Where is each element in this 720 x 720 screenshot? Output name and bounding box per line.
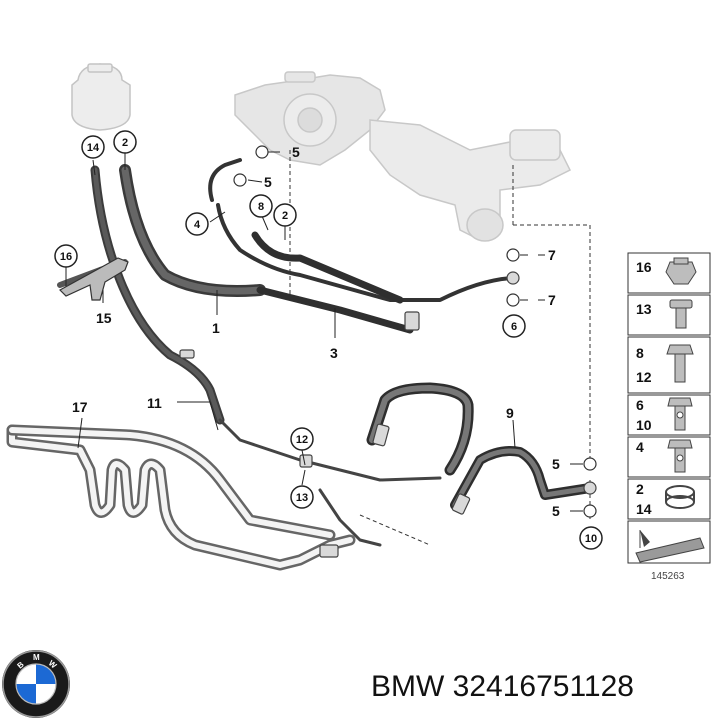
svg-text:8: 8 (636, 345, 644, 361)
callout-9: 9 (506, 405, 514, 421)
reference-number: 145263 (651, 571, 685, 582)
svg-text:12: 12 (636, 369, 652, 385)
banjo-bolt-icon (667, 397, 693, 431)
svg-text:16: 16 (60, 251, 72, 263)
callout-16: 16 (54, 244, 78, 268)
legend-box-13: 13 (627, 294, 711, 336)
callout-11: 11 (147, 395, 162, 411)
svg-text:2: 2 (122, 137, 128, 149)
callout-15: 15 (96, 310, 112, 326)
svg-text:14: 14 (87, 142, 100, 154)
part-number-caption: BMW 32416751128 (371, 670, 634, 703)
svg-text:M: M (33, 653, 40, 662)
callout-12: 12 (290, 427, 314, 451)
svg-text:B: B (16, 660, 26, 671)
legend-box-arrow (627, 520, 711, 564)
legend-panel: 16 13 8 12 6 10 4 2 14 (627, 252, 711, 582)
guide-lines (289, 150, 591, 546)
orientation-arrow-icon (635, 530, 705, 563)
fittings (179, 271, 597, 558)
svg-text:12: 12 (296, 434, 308, 446)
svg-text:13: 13 (296, 492, 308, 504)
nut-icon (665, 257, 697, 285)
number-callouts: 5 5 15 1 3 7 7 17 11 9 5 5 (72, 144, 560, 519)
callout-5-c: 5 (552, 456, 560, 472)
svg-text:10: 10 (585, 533, 597, 545)
callout-13: 13 (290, 485, 314, 509)
svg-text:10: 10 (636, 417, 652, 433)
legend-box-8-12: 8 12 (627, 336, 711, 394)
callout-5-d: 5 (552, 503, 560, 519)
callout-7-b: 7 (548, 292, 556, 308)
washer-rings (233, 145, 597, 518)
callout-17: 17 (72, 399, 88, 415)
bracket-part (59, 257, 129, 301)
hollow-bolt-icon (667, 439, 693, 473)
svg-text:13: 13 (636, 301, 652, 317)
callout-8: 8 (249, 194, 273, 218)
circle-callouts: 14 2 4 8 2 16 6 12 13 10 (54, 130, 603, 550)
steering-pump-ghost (234, 71, 386, 166)
bolt-icon (666, 344, 694, 383)
legend-box-2-14: 2 14 (627, 478, 711, 520)
svg-text:6: 6 (636, 397, 644, 413)
callout-3: 3 (330, 345, 338, 361)
legend-box-4: 4 (627, 436, 711, 478)
callout-1: 1 (212, 320, 220, 336)
callout-leaders (65, 151, 583, 512)
svg-text:6: 6 (511, 321, 517, 333)
fluid-reservoir (71, 63, 131, 131)
hose-clamp-icon (665, 485, 695, 509)
sleeve-icon (669, 299, 693, 329)
callout-2-mid: 2 (273, 203, 297, 227)
svg-text:14: 14 (636, 501, 652, 517)
svg-text:8: 8 (258, 201, 264, 213)
callout-6: 6 (502, 314, 526, 338)
svg-text:16: 16 (636, 259, 652, 275)
steering-rack-ghost (369, 119, 572, 242)
bmw-logo: B M W (2, 650, 70, 718)
callout-4: 4 (185, 212, 209, 236)
svg-text:4: 4 (194, 219, 201, 231)
svg-text:2: 2 (282, 210, 288, 222)
svg-text:W: W (47, 659, 59, 671)
callout-2-top: 2 (113, 130, 137, 154)
callout-14-top: 14 (81, 135, 105, 159)
callout-5-b: 5 (264, 174, 272, 190)
callout-7-a: 7 (548, 247, 556, 263)
legend-box-16: 16 (627, 252, 711, 294)
callout-5-a: 5 (292, 144, 300, 160)
callout-10: 10 (579, 526, 603, 550)
svg-text:4: 4 (636, 439, 644, 455)
legend-box-6-10: 6 10 (627, 394, 711, 436)
svg-text:2: 2 (636, 481, 644, 497)
